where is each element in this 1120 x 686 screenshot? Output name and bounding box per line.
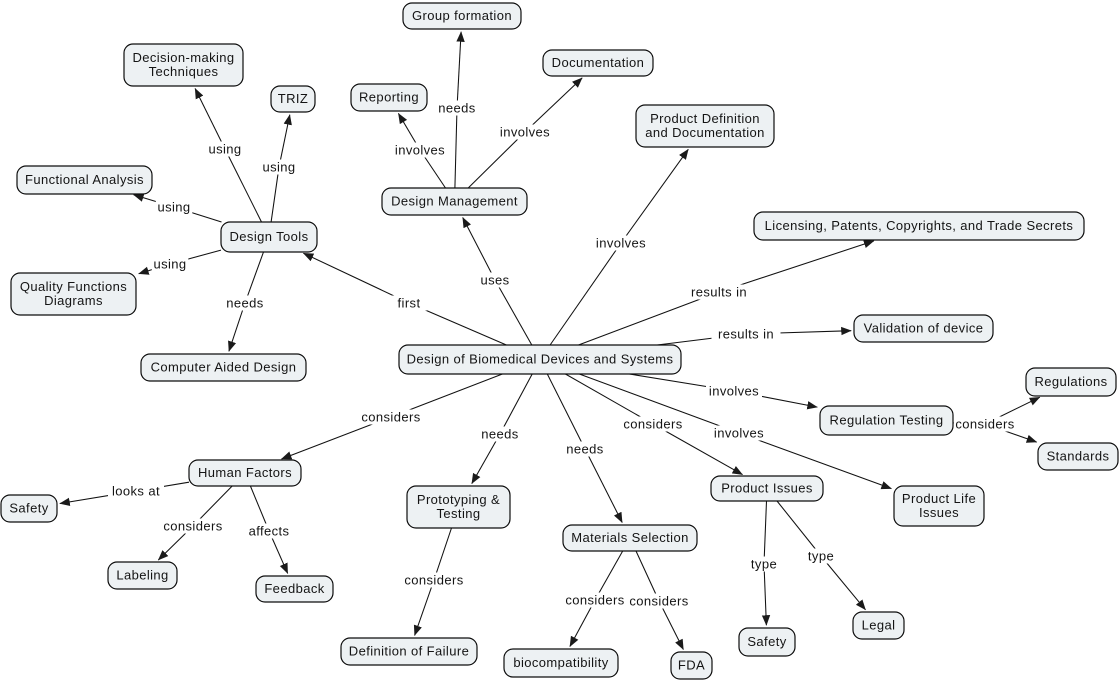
svg-text:results in: results in (691, 285, 747, 300)
svg-text:Prototyping &: Prototyping & (417, 492, 500, 507)
svg-text:Computer Aided Design: Computer Aided Design (151, 360, 297, 375)
svg-text:first: first (398, 296, 421, 311)
svg-text:Quality Functions: Quality Functions (20, 279, 127, 294)
svg-text:considers: considers (623, 417, 682, 432)
svg-text:Safety: Safety (9, 501, 48, 516)
svg-text:Design Tools: Design Tools (230, 229, 309, 244)
svg-text:Testing: Testing (437, 506, 481, 521)
svg-text:using: using (153, 257, 186, 272)
svg-text:Reporting: Reporting (359, 90, 419, 105)
svg-text:considers: considers (565, 593, 624, 608)
svg-text:uses: uses (480, 273, 509, 288)
svg-text:Product Life: Product Life (902, 491, 976, 506)
svg-text:involves: involves (596, 236, 646, 251)
svg-text:Validation of device: Validation of device (864, 321, 984, 336)
svg-text:affects: affects (249, 524, 290, 539)
svg-text:using: using (157, 200, 190, 215)
svg-text:using: using (262, 160, 295, 175)
svg-text:Standards: Standards (1047, 449, 1110, 464)
svg-text:type: type (808, 549, 834, 564)
svg-text:considers: considers (955, 417, 1014, 432)
svg-text:involves: involves (709, 384, 759, 399)
svg-text:Documentation: Documentation (552, 55, 645, 70)
svg-text:needs: needs (438, 101, 476, 116)
svg-text:type: type (751, 557, 777, 572)
svg-text:Issues: Issues (919, 505, 959, 520)
svg-text:looks at: looks at (112, 484, 160, 499)
svg-text:needs: needs (566, 442, 604, 457)
svg-text:needs: needs (481, 427, 519, 442)
svg-text:Materials Selection: Materials Selection (571, 530, 688, 545)
svg-text:involves: involves (500, 125, 550, 140)
svg-text:and Documentation: and Documentation (645, 125, 765, 140)
svg-text:Regulations: Regulations (1034, 374, 1107, 389)
svg-text:results in: results in (718, 327, 774, 342)
svg-text:considers: considers (629, 594, 688, 609)
svg-text:Feedback: Feedback (264, 581, 324, 596)
svg-text:considers: considers (361, 410, 420, 425)
svg-text:Product Issues: Product Issues (721, 481, 813, 496)
svg-text:biocompatibility: biocompatibility (513, 655, 608, 670)
svg-text:Design of Biomedical Devices a: Design of Biomedical Devices and Systems (407, 352, 674, 367)
svg-text:Human Factors: Human Factors (198, 465, 292, 480)
svg-text:Design Management: Design Management (391, 194, 518, 209)
svg-text:Group formation: Group formation (412, 8, 512, 23)
svg-text:Decision-making: Decision-making (132, 50, 234, 65)
svg-text:Labeling: Labeling (116, 568, 168, 583)
svg-text:involves: involves (395, 143, 445, 158)
svg-text:TRIZ: TRIZ (278, 91, 308, 106)
svg-text:FDA: FDA (678, 658, 705, 673)
svg-text:needs: needs (226, 296, 264, 311)
svg-text:using: using (208, 142, 241, 157)
svg-text:Licensing, Patents, Copyrights: Licensing, Patents, Copyrights, and Trad… (765, 218, 1074, 233)
svg-text:Product Definition: Product Definition (650, 111, 760, 126)
svg-text:Definition of Failure: Definition of Failure (349, 644, 469, 659)
svg-text:Legal: Legal (862, 618, 896, 633)
svg-text:considers: considers (163, 519, 222, 534)
svg-text:Techniques: Techniques (149, 64, 219, 79)
svg-text:Diagrams: Diagrams (44, 293, 103, 308)
svg-text:Safety: Safety (747, 634, 786, 649)
svg-text:considers: considers (404, 573, 463, 588)
svg-text:involves: involves (714, 426, 764, 441)
svg-text:Regulation Testing: Regulation Testing (830, 413, 944, 428)
svg-text:Functional Analysis: Functional Analysis (25, 172, 144, 187)
